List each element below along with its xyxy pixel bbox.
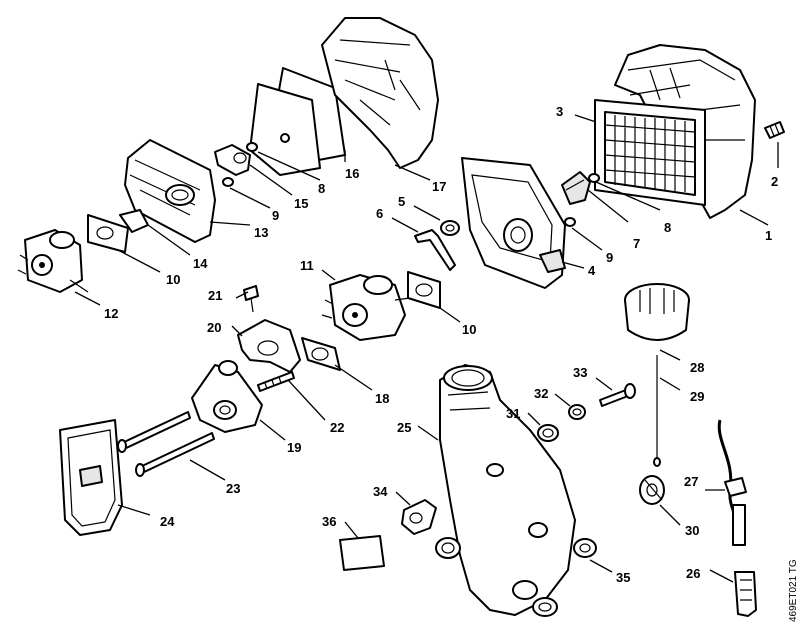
callout-20: 20 [207,320,221,335]
screw-33 [599,383,636,407]
clip-34 [401,499,437,535]
nut-9-right [564,217,576,227]
screw-21 [243,285,259,313]
callout-26: 26 [686,566,700,581]
drawing-code: 469ET021 TG [788,559,799,622]
callout-25: 25 [397,420,411,435]
elbow-fitting [214,144,251,176]
callout-12: 12 [104,306,118,321]
callout-6: 6 [376,206,383,221]
carburetor-left [17,229,89,293]
label-36 [339,535,385,571]
flange-19 [191,360,263,433]
long-bolts-23 [117,411,215,477]
carburetor-center [321,274,411,341]
callout-21: 21 [208,288,222,303]
grommet-35-right [573,538,597,558]
callout-31: 31 [506,406,520,421]
grommet-5 [440,220,460,236]
callout-9-left: 9 [272,208,279,223]
fuel-line-29 [653,355,661,467]
nut-9-left [222,177,234,187]
throttle-rod-6 [414,229,456,271]
callout-10-left: 10 [166,272,180,287]
carburetor-housing-frame [461,157,566,289]
callout-15: 15 [294,196,308,211]
bracket-20 [237,319,301,373]
callout-2: 2 [771,174,778,189]
callout-1: 1 [765,228,772,243]
gasket-10-center [407,271,441,309]
callout-24: 24 [160,514,175,529]
nut-8-right [588,173,600,183]
callout-23: 23 [226,481,240,496]
callout-16: 16 [345,166,359,181]
callout-28: 28 [690,360,704,375]
fuel-pickup-30 [639,475,665,505]
fuel-filter-26 [734,571,757,617]
air-filter-element [594,99,706,206]
choke-knob [561,171,591,205]
valve-32 [568,404,586,420]
grommet-35-left [435,537,461,559]
grommet-35-bottom [532,597,558,617]
callout-labels: 1 2 3 4 5 6 7 8 8 9 9 10 10 11 12 13 14 … [104,104,778,585]
carburetor-shroud [321,17,439,169]
callout-3: 3 [556,104,563,119]
callout-19: 19 [287,440,301,455]
fuel-hose-27 [717,419,747,546]
callout-18: 18 [375,391,389,406]
callout-32: 32 [534,386,548,401]
tank-cap-28 [624,283,690,341]
callout-9-right: 9 [606,250,613,265]
screw-2 [764,121,785,139]
heat-shield-24 [59,419,123,536]
intake-manifold [124,139,216,243]
callout-30: 30 [685,523,699,538]
callout-33: 33 [573,365,587,380]
callout-22: 22 [330,420,344,435]
callout-8-right: 8 [664,220,671,235]
filter-pad [249,67,346,176]
choke-lever [87,209,149,253]
callout-13: 13 [254,225,268,240]
callout-14: 14 [193,256,208,271]
nut-8-left [246,142,258,152]
gasket-18 [301,337,341,371]
callout-27: 27 [684,474,698,489]
callout-34: 34 [373,484,388,499]
callout-8-left: 8 [318,181,325,196]
callout-11: 11 [300,258,314,273]
leader-lines [74,114,779,583]
callout-17: 17 [432,179,446,194]
callout-29: 29 [690,389,704,404]
grommet-31 [537,424,559,442]
callout-5: 5 [398,194,405,209]
callout-36: 36 [322,514,336,529]
callout-10-center: 10 [462,322,476,337]
screw-22 [257,371,295,392]
callout-35: 35 [616,570,630,585]
fuel-tank-25 [439,364,576,616]
callout-4: 4 [588,263,596,278]
callout-7: 7 [633,236,640,251]
